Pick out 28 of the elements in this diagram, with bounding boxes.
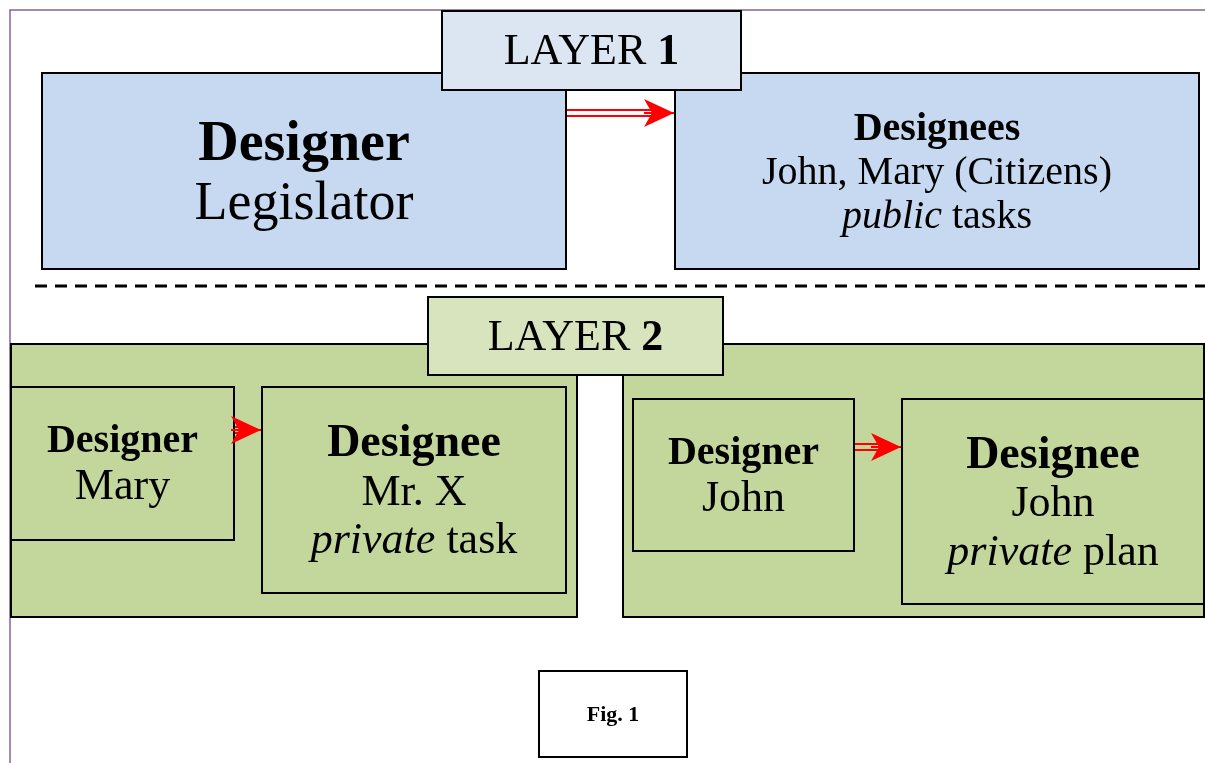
node-text: John — [1011, 478, 1095, 527]
double-arrow — [230, 416, 262, 444]
double-arrow — [566, 99, 675, 127]
node-text: private task — [310, 515, 518, 564]
process-box — [261, 386, 567, 594]
process-box — [10, 386, 235, 541]
double-arrow — [854, 433, 902, 461]
process-box — [674, 72, 1200, 270]
layer-label-box — [427, 296, 724, 376]
caption-box — [538, 670, 688, 758]
node-heading: Designer — [198, 110, 410, 173]
node-text: Legislator — [194, 172, 414, 232]
node-heading: Designer — [46, 417, 199, 462]
node-text: Mr. X — [361, 466, 467, 516]
node-text: John, Mary (Citizens) — [762, 149, 1112, 193]
node-text: LAYER 1 — [503, 26, 680, 75]
node-heading: Designees — [853, 105, 1021, 149]
node-heading: Designer — [667, 428, 820, 473]
node-heading: Fig. 1 — [586, 701, 640, 727]
layer-label-box — [441, 10, 742, 91]
node-text: Mary — [74, 461, 171, 510]
node-heading: Designee — [327, 416, 501, 467]
process-box — [41, 72, 567, 270]
process-box — [901, 398, 1205, 605]
node-text: LAYER 2 — [487, 311, 664, 361]
process-box — [632, 398, 855, 552]
node-text: John — [701, 472, 786, 522]
node-heading: Designee — [966, 427, 1140, 479]
